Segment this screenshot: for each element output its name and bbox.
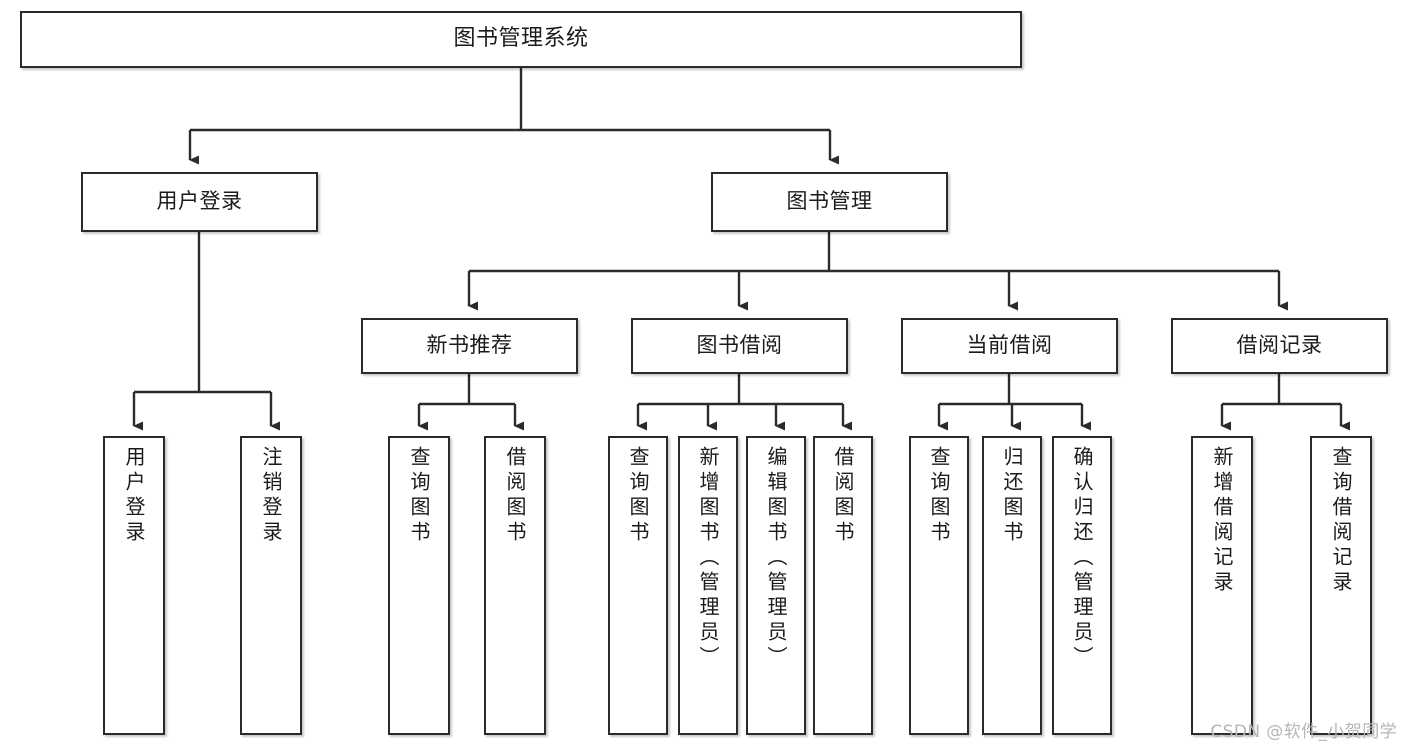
- node-leaf-add-book-admin[interactable]: 新增图书（管理员）: [678, 436, 738, 735]
- node-label: 查询借阅记录: [1329, 446, 1353, 596]
- node-label: 确认归还（管理员）: [1070, 446, 1094, 671]
- node-user-login[interactable]: 用户登录: [81, 172, 318, 232]
- node-label: 借阅图书: [831, 446, 855, 546]
- node-current-borrow[interactable]: 当前借阅: [901, 318, 1118, 374]
- node-label: 查询图书: [927, 446, 951, 546]
- node-leaf-query-book-borrow[interactable]: 查询图书: [608, 436, 668, 735]
- node-leaf-logout[interactable]: 注销登录: [240, 436, 302, 735]
- node-label: 查询图书: [626, 446, 650, 546]
- node-label: 注销登录: [259, 446, 283, 546]
- node-label: 图书管理系统: [453, 26, 589, 52]
- node-label: 编辑图书（管理员）: [764, 446, 788, 671]
- node-label: 借阅记录: [1236, 333, 1323, 358]
- node-leaf-user-login[interactable]: 用户登录: [103, 436, 165, 735]
- node-leaf-confirm-return-admin[interactable]: 确认归还（管理员）: [1052, 436, 1112, 735]
- watermark-text: CSDN @软件_小贺同学: [1210, 722, 1397, 742]
- node-label: 用户登录: [122, 446, 146, 546]
- node-label: 图书借阅: [696, 333, 783, 358]
- node-label: 图书管理: [786, 189, 873, 214]
- node-leaf-return-book[interactable]: 归还图书: [982, 436, 1042, 735]
- node-root-system[interactable]: 图书管理系统: [20, 11, 1022, 68]
- node-borrow-record[interactable]: 借阅记录: [1171, 318, 1388, 374]
- node-leaf-borrow-book-recommend[interactable]: 借阅图书: [484, 436, 546, 735]
- node-label: 借阅图书: [503, 446, 527, 546]
- node-label: 查询图书: [407, 446, 431, 546]
- node-leaf-query-book-recommend[interactable]: 查询图书: [388, 436, 450, 735]
- node-leaf-edit-book-admin[interactable]: 编辑图书（管理员）: [746, 436, 806, 735]
- node-label: 新书推荐: [426, 333, 513, 358]
- node-label: 新增借阅记录: [1210, 446, 1234, 596]
- node-label: 归还图书: [1000, 446, 1024, 546]
- node-leaf-query-book-current[interactable]: 查询图书: [909, 436, 969, 735]
- node-label: 当前借阅: [966, 333, 1053, 358]
- node-leaf-query-borrow-record[interactable]: 查询借阅记录: [1310, 436, 1372, 735]
- node-label: 新增图书（管理员）: [696, 446, 720, 671]
- node-new-book-recommend[interactable]: 新书推荐: [361, 318, 578, 374]
- node-leaf-add-borrow-record[interactable]: 新增借阅记录: [1191, 436, 1253, 735]
- node-label: 用户登录: [156, 189, 243, 214]
- node-leaf-borrow-book[interactable]: 借阅图书: [813, 436, 873, 735]
- node-book-manage[interactable]: 图书管理: [711, 172, 948, 232]
- node-book-borrow[interactable]: 图书借阅: [631, 318, 848, 374]
